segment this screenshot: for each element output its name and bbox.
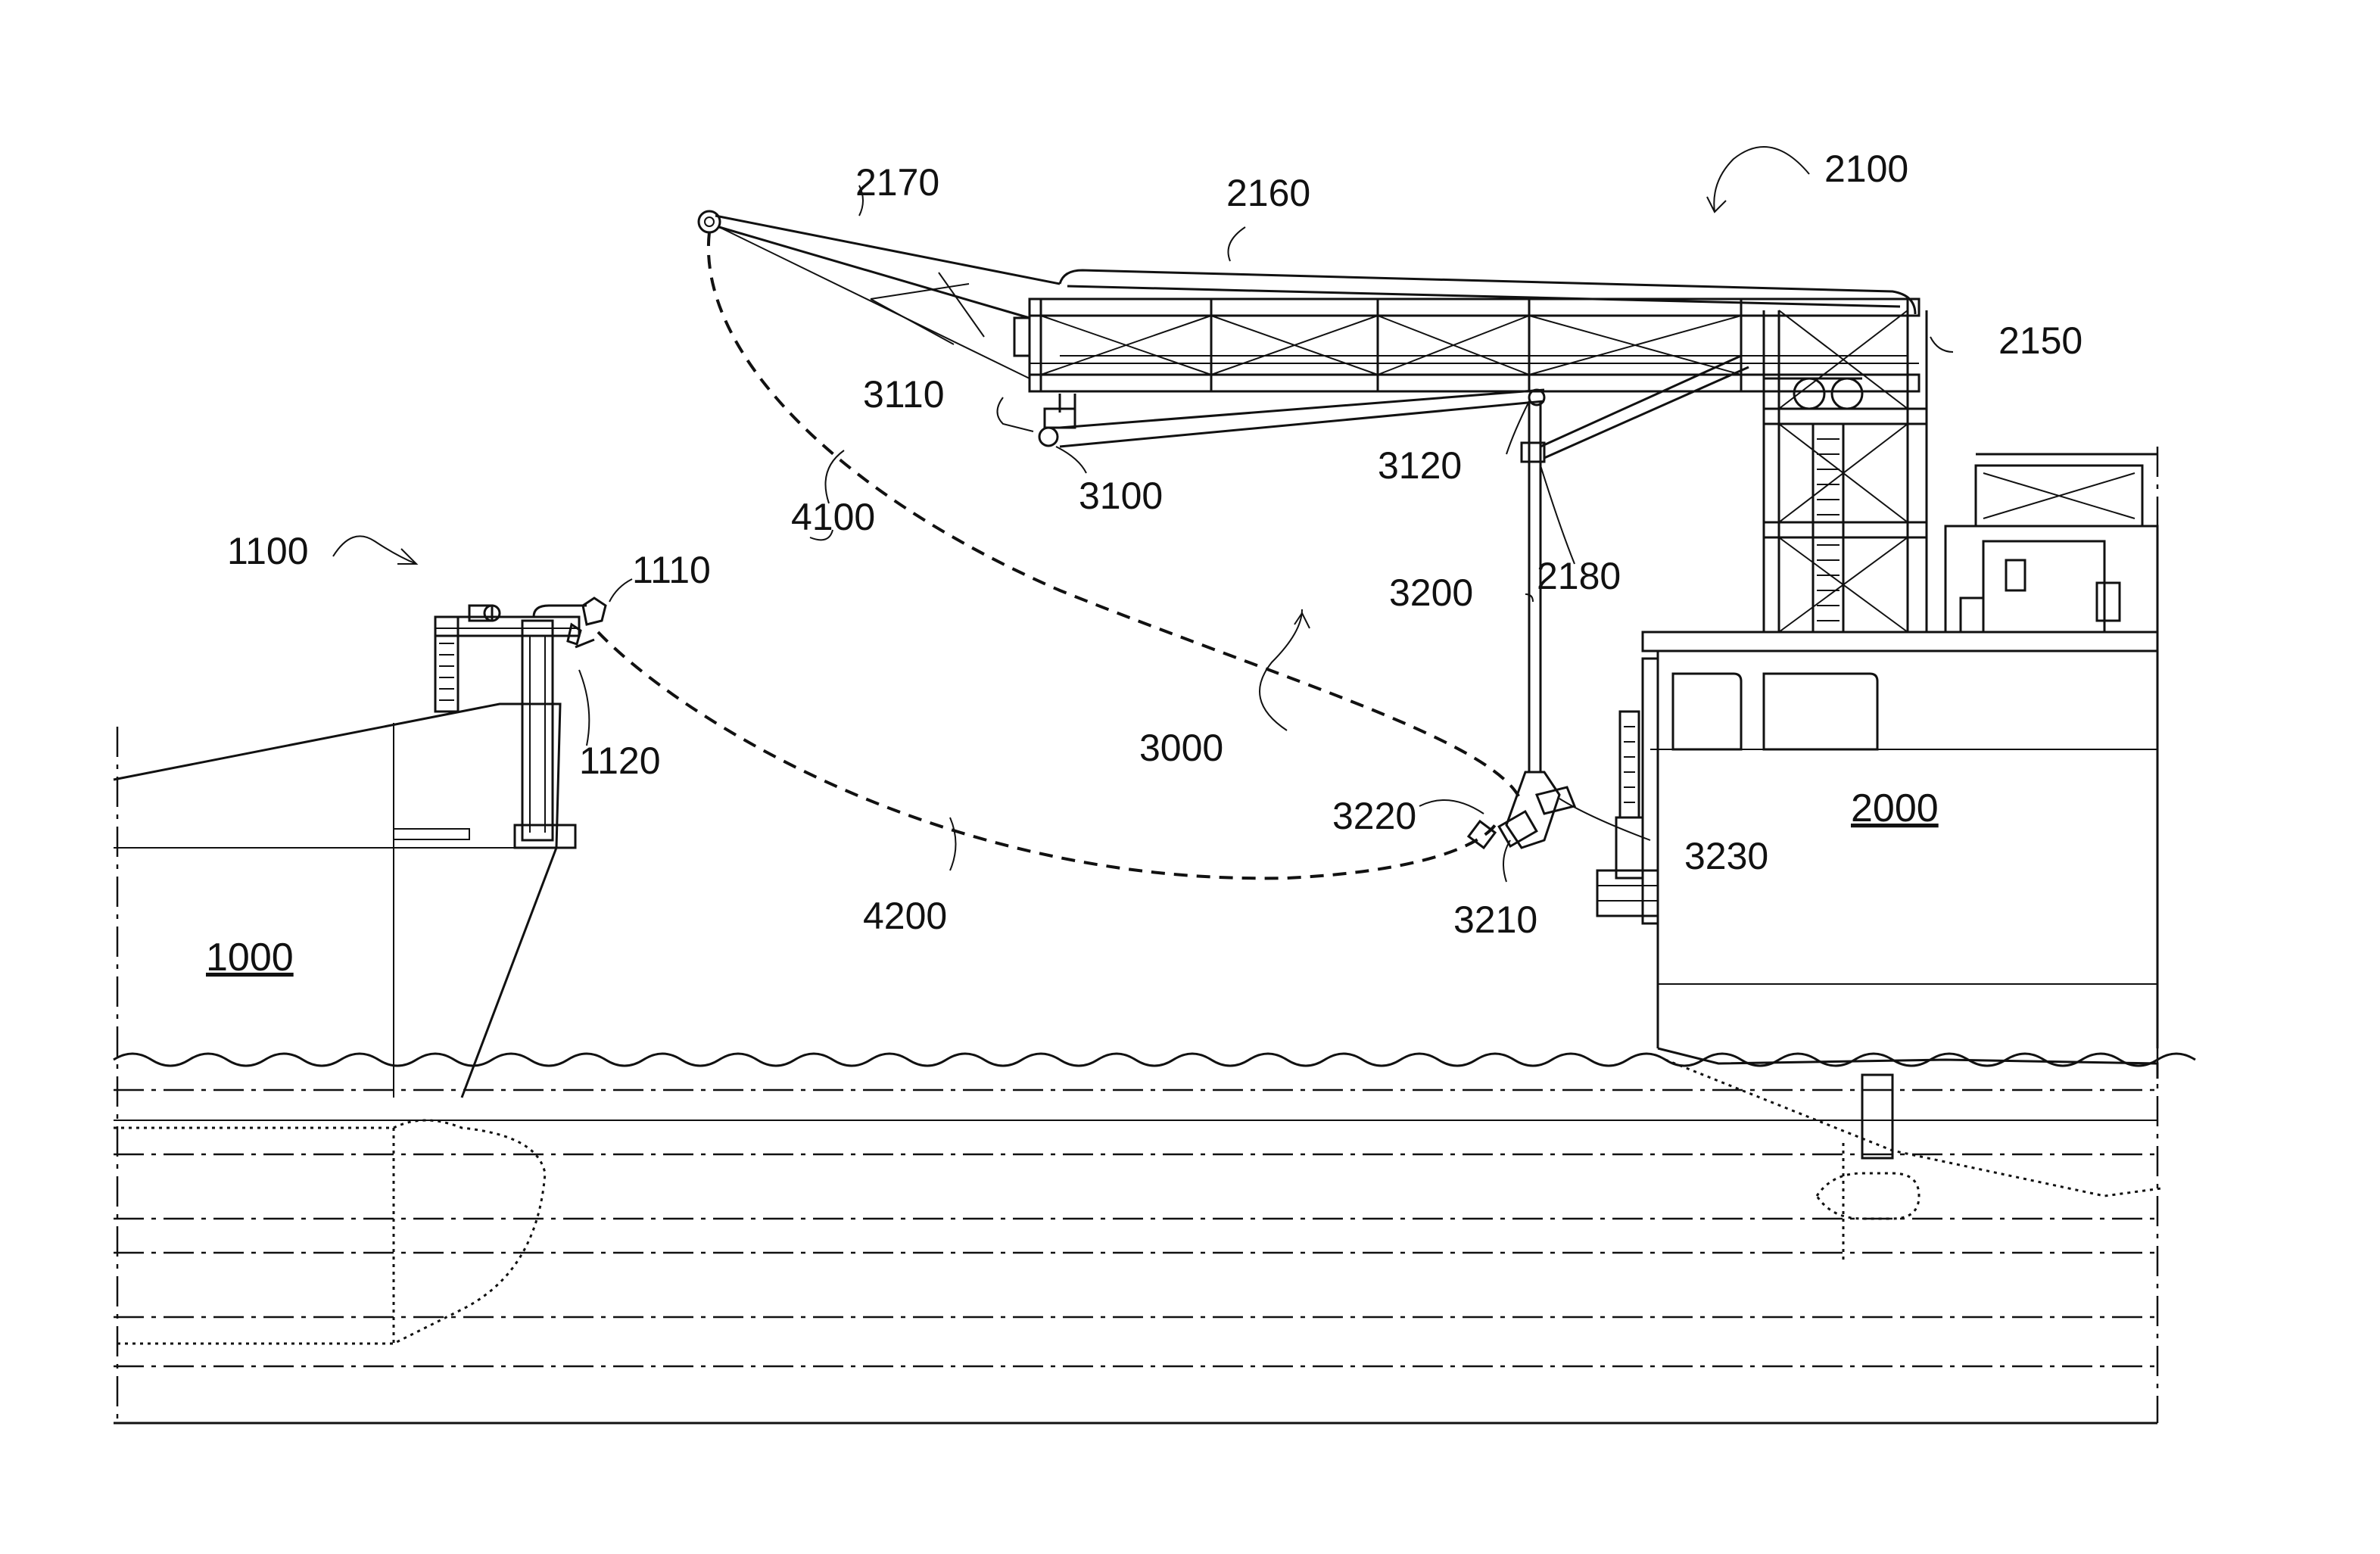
underwater-reference-lines [114,447,2157,1423]
label-2000: 2000 [1851,786,1939,830]
label-3120: 3120 [1378,444,1462,487]
label-4200: 4200 [863,895,947,937]
label-2180: 2180 [1537,555,1621,597]
label-1110: 1110 [632,549,711,591]
label-2170: 2170 [855,161,939,204]
label-1120: 1120 [579,740,661,782]
label-3000: 3000 [1139,727,1223,769]
vessel-1000-hull [114,704,575,1344]
label-1100: 1100 [227,530,309,572]
label-3110: 3110 [863,373,945,416]
manifold-1100-tower [435,598,606,840]
vessel-2000-side-platform [1597,659,1658,923]
crane-boom-2160 [1014,270,1919,391]
boom-arm-3100 [1039,390,1544,447]
label-2160: 2160 [1226,172,1310,214]
crane-jib-2170 [699,211,1060,378]
support-arm-2180 [1522,356,1749,462]
label-4100: 4100 [791,496,875,538]
label-3200: 3200 [1389,571,1473,614]
label-1000: 1000 [206,936,294,979]
coupling-assembly-3210 [1469,772,1575,848]
label-3220: 3220 [1332,795,1416,837]
deckhouse-structures [1945,454,2157,632]
label-2100: 2100 [1824,148,1908,190]
vessel-2000-hull [1643,632,2161,1264]
label-3230: 3230 [1684,835,1768,877]
cable-4200 [598,632,1495,878]
label-2150: 2150 [1998,319,2082,362]
crane-tower-2150 [1764,310,1927,632]
label-3210: 3210 [1453,898,1537,941]
label-3100: 3100 [1079,475,1163,517]
